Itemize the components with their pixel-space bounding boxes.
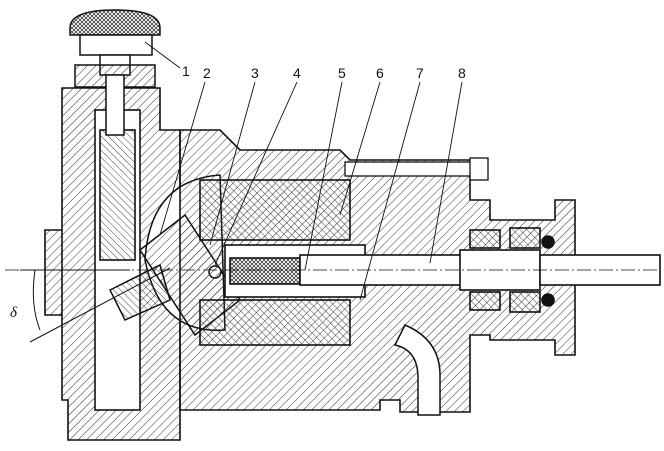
outlet-passage bbox=[393, 324, 441, 416]
callout-3: 3 bbox=[251, 65, 259, 81]
pump-housing bbox=[44, 87, 181, 441]
callout-1: 1 bbox=[182, 63, 190, 79]
callout-8: 8 bbox=[458, 65, 466, 81]
through-bolt bbox=[344, 157, 489, 181]
callout-2: 2 bbox=[203, 65, 211, 81]
callout-5: 5 bbox=[338, 65, 346, 81]
callout-4: 4 bbox=[293, 65, 301, 81]
handwheel bbox=[69, 9, 161, 136]
leader-lines bbox=[144, 41, 463, 301]
swash-angle-marker bbox=[20, 267, 171, 343]
callout-7: 7 bbox=[416, 65, 424, 81]
callout-6: 6 bbox=[376, 65, 384, 81]
angle-label-delta: δ bbox=[10, 305, 18, 321]
